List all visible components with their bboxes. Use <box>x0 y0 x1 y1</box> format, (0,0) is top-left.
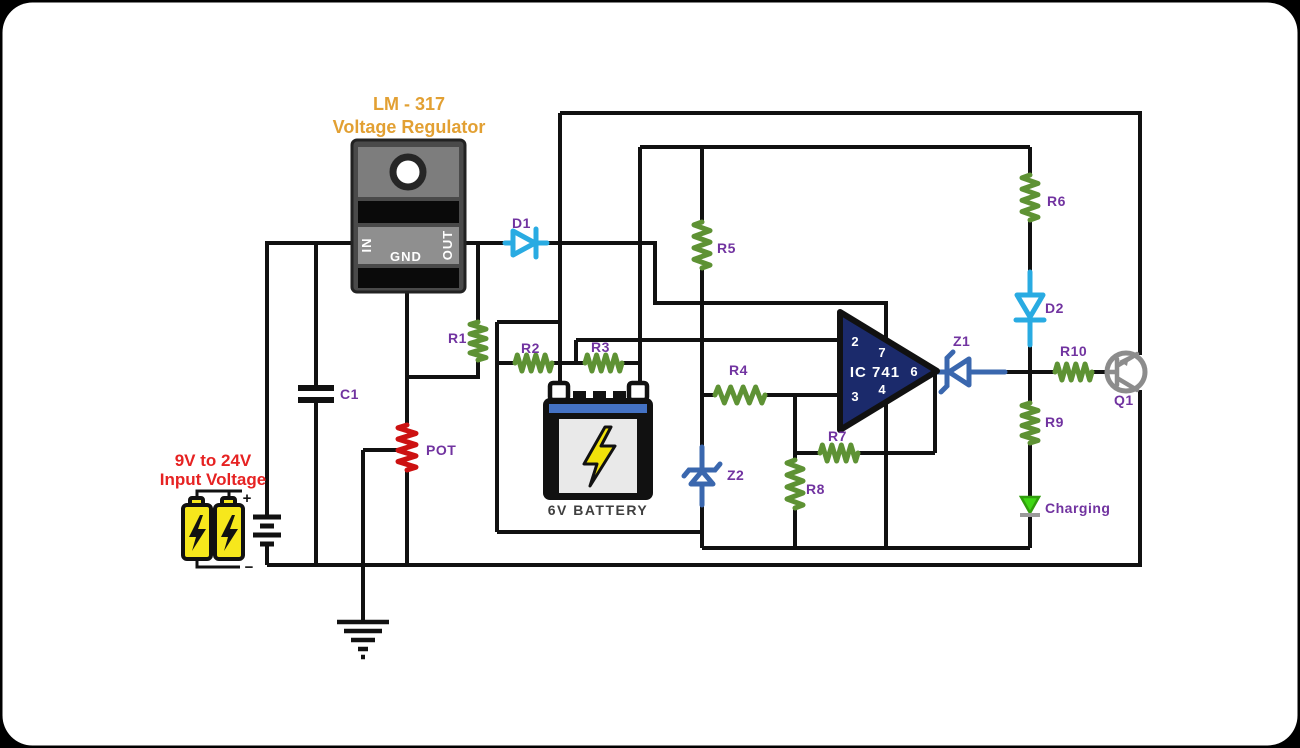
opamp-pin-2: 2 <box>851 334 858 349</box>
z1-bar <box>938 349 956 395</box>
label-r10: R10 <box>1060 343 1087 359</box>
battery1-bolt-icon <box>189 515 206 551</box>
circuit-wires <box>265 111 1142 622</box>
label-z2: Z2 <box>727 467 744 483</box>
label-r1: R1 <box>448 330 467 346</box>
input-voltage-line2: Input Voltage <box>160 470 266 489</box>
potentiometer <box>395 422 419 473</box>
capacitor-c1 <box>298 385 334 403</box>
label-r8: R8 <box>806 481 825 497</box>
label-r5: R5 <box>717 240 736 256</box>
battery-terminal-right <box>626 380 650 403</box>
z2-bar <box>681 461 723 479</box>
opamp-triangle <box>837 309 940 433</box>
battery-cap1 <box>573 391 586 402</box>
label-charging: Charging <box>1045 500 1110 516</box>
resistor-r7 <box>817 442 861 464</box>
transistor-q1 <box>1104 350 1148 394</box>
opamp-pin-4: 4 <box>878 382 886 397</box>
input-battery-icon: + − <box>181 490 254 576</box>
lm317-mounting-hole <box>389 153 427 191</box>
resistor-r9 <box>1019 400 1041 446</box>
diagram-title-line1: LM - 317 <box>373 94 445 114</box>
battery2-bolt-icon <box>221 515 238 551</box>
input-voltage-line1: 9V to 24V <box>175 451 252 470</box>
resistor-r3 <box>582 352 625 374</box>
plus-sign: + <box>243 490 252 507</box>
label-r3: R3 <box>591 339 610 355</box>
led-triangle <box>1018 495 1042 516</box>
label-z1: Z1 <box>953 333 970 349</box>
battery-terminal-left <box>547 380 571 403</box>
opamp-pin-3: 3 <box>851 389 858 404</box>
resistor-r6 <box>1019 172 1041 223</box>
battery-bolt-icon <box>582 425 617 488</box>
lm317-band-bottom <box>358 268 459 288</box>
d2-triangle <box>1014 292 1046 320</box>
label-d2: D2 <box>1045 300 1064 316</box>
lm317-pin-out: OUT <box>440 230 455 260</box>
zener-z2 <box>681 444 723 508</box>
lm317-pin-row <box>358 227 459 264</box>
opamp-pin-6: 6 <box>910 364 917 379</box>
opamp-name: IC 741 <box>850 364 900 381</box>
resistor-r5 <box>691 219 713 271</box>
diode-d1 <box>502 226 550 260</box>
six-volt-battery-icon: 6V BATTERY <box>543 380 653 518</box>
label-c1: C1 <box>340 386 359 402</box>
battery-cap2 <box>593 391 606 402</box>
label-r4: R4 <box>729 362 748 378</box>
z2-triangle <box>688 468 716 487</box>
label-d1: D1 <box>512 215 531 231</box>
resistor-r1 <box>467 319 489 363</box>
diagram-title-line2: Voltage Regulator <box>333 117 486 137</box>
ground-icon <box>337 619 389 660</box>
label-r9: R9 <box>1045 414 1064 430</box>
opamp-pin-7: 7 <box>878 345 885 360</box>
minus-sign: − <box>245 559 254 576</box>
label-pot: POT <box>426 442 456 458</box>
ic741-opamp: 2 7 IC 741 3 4 6 <box>837 309 940 433</box>
label-q1: Q1 <box>1114 392 1134 408</box>
lm317-regulator: IN GND OUT <box>350 138 467 294</box>
q1-symbol <box>1105 351 1140 393</box>
z1-triangle <box>946 356 972 388</box>
diode-d2 <box>1013 269 1047 348</box>
battery-label: 6V BATTERY <box>548 502 649 518</box>
battery-cell-symbol <box>253 514 281 547</box>
resistor-r4 <box>712 384 768 406</box>
q1-emitter-arrow <box>1119 356 1129 366</box>
resistor-r10 <box>1052 361 1095 383</box>
label-r7: R7 <box>828 428 847 444</box>
battery-stripe <box>549 404 647 413</box>
lm317-band-top <box>358 201 459 223</box>
d1-triangle <box>510 228 538 258</box>
lm317-pin-in: IN <box>359 238 374 253</box>
battery-cap3 <box>613 391 626 402</box>
resistor-r8 <box>784 457 806 511</box>
label-r6: R6 <box>1047 193 1066 209</box>
resistor-r2 <box>512 352 555 374</box>
label-r2: R2 <box>521 340 540 356</box>
charging-led-icon <box>1018 495 1042 517</box>
lm317-pin-gnd: GND <box>390 249 422 264</box>
